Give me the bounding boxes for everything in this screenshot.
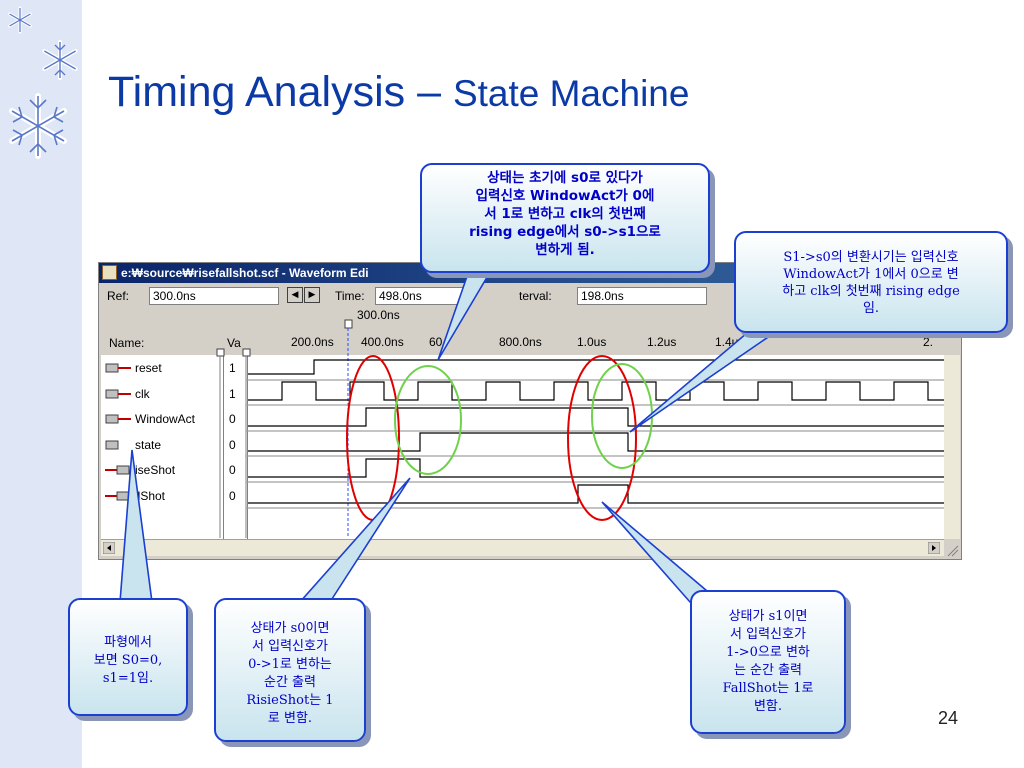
time-label: Time: (335, 289, 365, 303)
output-pin-icon (105, 465, 130, 475)
value-column-header: Va (227, 336, 241, 350)
signal-value: 1 (229, 387, 236, 401)
cursor-time-label: 300.0ns (357, 308, 400, 322)
sidebar-decoration (0, 0, 82, 768)
time-tick: 800.0ns (499, 335, 542, 349)
title-sub: State Machine (452, 73, 690, 114)
callout-line: 변하게 됨. (535, 242, 595, 258)
waveform-area[interactable] (247, 355, 944, 539)
ref-field[interactable]: 300.0ns (149, 287, 279, 305)
callout-line: 파형에서 (104, 635, 152, 650)
prev-transition-button[interactable]: ◀ (287, 287, 303, 303)
interval-label: terval: (519, 289, 552, 303)
time-tick: 1.0us (577, 335, 607, 349)
time-field[interactable]: 498.0ns (375, 287, 465, 305)
callout-riseshot: 상태가 s0이면 서 입력신호가 0->1로 변하는 순간 출력 RisieSh… (214, 598, 366, 742)
time-tick: 400.0ns (361, 335, 404, 349)
callout-line: S1->s0의 변환시기는 입력신호 (783, 250, 959, 265)
callout-line: 서 1로 변하고 clk의 첫번째 (484, 206, 646, 222)
callout-line: 보면 S0=0, (93, 653, 163, 668)
callout-line: 상태는 초기에 s0로 있다가 (487, 170, 643, 186)
time-tick: 1.2us (647, 335, 677, 349)
scroll-right-arrow-icon[interactable] (928, 542, 940, 554)
window-title: e:₩source₩risefallshot.scf - Waveform Ed… (121, 266, 369, 280)
callout-line: 서 입력신호가 (730, 627, 806, 642)
slide-title: Timing Analysis – State Machine (108, 68, 689, 117)
horizontal-scrollbar[interactable] (101, 539, 944, 556)
callout-line: 변함. (753, 699, 783, 714)
callout-line: 순간 출력 (264, 675, 316, 690)
input-pin-icon (105, 414, 131, 424)
signal-value: 0 (229, 463, 236, 477)
callout-line: s1=1임. (102, 671, 154, 686)
callout-state-encoding: 파형에서 보면 S0=0, s1=1임. (68, 598, 188, 716)
callout-state-transition: 상태는 초기에 s0로 있다가 입력신호 WindowAct가 0에 서 1로 … (420, 163, 710, 273)
time-tick: 60 (429, 335, 443, 349)
signal-value: 1 (229, 361, 236, 375)
time-tick: 2. (923, 335, 934, 349)
output-pin-icon (105, 491, 130, 501)
signal-value: 0 (229, 412, 236, 426)
vertical-scrollbar[interactable] (944, 355, 960, 539)
snowflake-icon (9, 93, 67, 159)
signal-name: reset (135, 361, 162, 375)
ref-label: Ref: (107, 289, 130, 303)
title-main: Timing Analysis – (108, 68, 453, 116)
signal-name: clk (135, 387, 150, 401)
signal-name: iseShot (135, 463, 176, 477)
signal-name: llShot (135, 489, 166, 503)
callout-line: RisieShot는 1 (246, 693, 334, 708)
callout-line: rising edge에서 s0->s1으로 (469, 224, 661, 240)
time-tick: 200.0ns (291, 335, 334, 349)
input-pin-icon (105, 363, 131, 373)
callout-line: 는 순간 출력 (733, 663, 803, 678)
node-icon (105, 440, 119, 450)
callout-s1-to-s0: S1->s0의 변환시기는 입력신호 WindowAct가 1에서 0으로 변 … (734, 231, 1008, 333)
signal-value: 0 (229, 438, 236, 452)
callout-line: 하고 clk의 첫번째 rising edge (782, 284, 960, 299)
callout-fallshot: 상태가 s1이면 서 입력신호가 1->0으로 변하 는 순간 출력 FallS… (690, 590, 846, 734)
callout-line: 0->1로 변하는 (248, 657, 332, 672)
signal-value-list (223, 355, 248, 539)
snowflake-icon (8, 6, 32, 34)
time-tick: 1.4us (715, 335, 745, 349)
page-number: 24 (938, 708, 959, 728)
next-transition-button[interactable]: ▶ (304, 287, 320, 303)
callout-line: WindowAct가 1에서 0으로 변 (783, 267, 959, 282)
input-pin-icon (105, 389, 131, 399)
callout-line: 상태가 s1이면 (728, 609, 808, 624)
snowflake-icon (42, 40, 78, 80)
name-column-header: Name: (109, 336, 145, 350)
signal-name: state (135, 438, 162, 452)
signal-value: 0 (229, 489, 236, 503)
callout-line: 상태가 s0이면 (250, 621, 330, 636)
waveform-file-icon (102, 265, 117, 280)
callout-line: 로 변함. (267, 711, 313, 726)
callout-line: 입력신호 WindowAct가 0에 (475, 188, 655, 204)
interval-field[interactable]: 198.0ns (577, 287, 707, 305)
scroll-left-arrow-icon[interactable] (103, 542, 115, 554)
callout-line: FallShot는 1로 (722, 681, 814, 696)
signal-name: WindowAct (135, 412, 196, 426)
callout-line: 1->0으로 변하 (726, 645, 810, 660)
callout-line: 서 입력신호가 (252, 639, 328, 654)
callout-line: 임. (862, 301, 880, 316)
